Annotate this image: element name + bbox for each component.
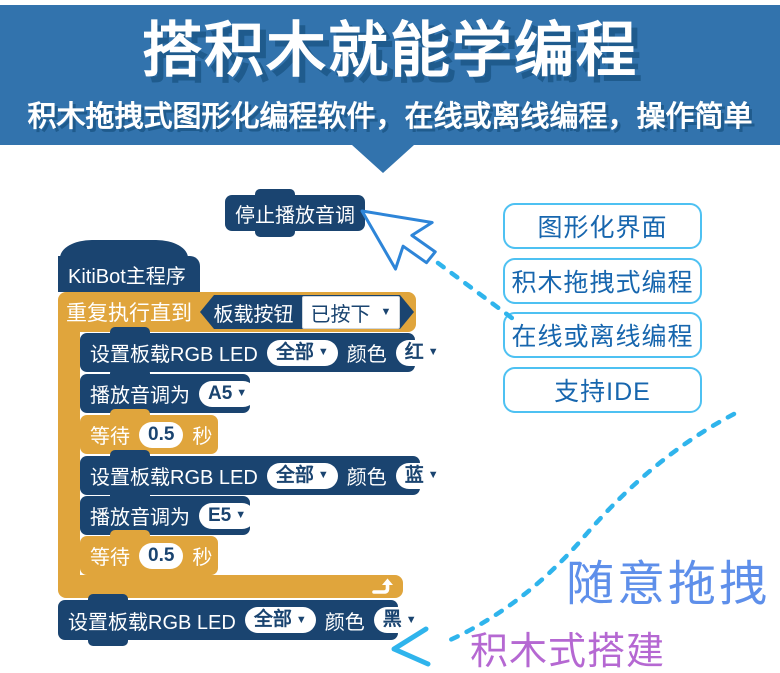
block-play-tone-e5[interactable]: 播放音调为 E5 ▼ bbox=[80, 490, 256, 535]
arrowhead-icon bbox=[391, 626, 431, 667]
dropdown-arrow-icon: ▼ bbox=[295, 613, 307, 626]
block-play-tone-a5[interactable]: 播放音调为 A5 ▼ bbox=[80, 368, 257, 413]
led-color-dropdown[interactable]: 红 ▼ bbox=[395, 339, 448, 366]
banner-subtitle: 积木拖拽式图形化编程软件，在线或离线编程，操作简单 bbox=[27, 101, 753, 133]
block-label: 重复执行直到 bbox=[66, 302, 192, 325]
block-label: 颜色 bbox=[324, 611, 365, 634]
caption-block-building: 积木式搭建 bbox=[470, 631, 666, 673]
block-kitibot-main[interactable]: KitiBot主程序 bbox=[58, 256, 200, 292]
hat-block-dome[interactable] bbox=[60, 240, 188, 258]
block-label: 播放音调为 bbox=[90, 507, 190, 529]
dropdown-arrow-icon: ▼ bbox=[317, 469, 329, 481]
block-wait-2[interactable]: 等待 0.5 秒 bbox=[80, 530, 218, 575]
block-set-rgb-led-black[interactable]: 设置板载RGB LED 全部 ▼ 颜色 黑 ▼ bbox=[58, 594, 426, 646]
banner-title: 搭积木就能学编程 bbox=[142, 17, 638, 84]
block-label: 设置板载RGB LED bbox=[90, 467, 258, 489]
dropdown-arrow-icon: ▼ bbox=[380, 306, 392, 318]
block-repeat-until[interactable]: 重复执行直到 板载按钮 已按下 ▼ bbox=[58, 292, 416, 332]
block-set-rgb-led-blue[interactable]: 设置板载RGB LED 全部 ▼ 颜色 蓝 ▼ bbox=[80, 450, 448, 495]
block-label: 播放音调为 bbox=[90, 385, 190, 407]
dropdown-arrow-icon: ▼ bbox=[317, 346, 329, 358]
block-label: KitiBot主程序 bbox=[68, 265, 186, 288]
feature-box-graphical-ui: 图形化界面 bbox=[503, 203, 702, 249]
mouse-cursor-icon bbox=[360, 209, 437, 271]
block-set-rgb-led-red[interactable]: 设置板载RGB LED 全部 ▼ 颜色 红 ▼ bbox=[80, 327, 448, 372]
block-label: 设置板载RGB LED bbox=[90, 344, 258, 366]
tone-dropdown[interactable]: A5 ▼ bbox=[199, 380, 257, 407]
caption-drag-freely: 随意拖拽 bbox=[566, 558, 771, 611]
dropdown-arrow-icon: ▼ bbox=[236, 387, 248, 399]
feature-box-drag-blocks: 积木拖拽式编程 bbox=[503, 258, 702, 304]
feature-box-ide-support: 支持IDE bbox=[503, 367, 702, 413]
dropdown-arrow-icon: ▼ bbox=[427, 346, 439, 358]
wait-seconds-input[interactable]: 0.5 bbox=[139, 421, 184, 448]
block-label: 秒 bbox=[192, 547, 213, 569]
condition-block-onboard-button[interactable]: 板载按钮 已按下 ▼ bbox=[200, 295, 414, 329]
led-color-dropdown[interactable]: 黑 ▼ bbox=[373, 607, 426, 633]
repeat-block-left-arm[interactable] bbox=[58, 332, 80, 575]
led-color-dropdown[interactable]: 蓝 ▼ bbox=[395, 462, 448, 489]
dropdown-arrow-icon: ▼ bbox=[427, 469, 439, 481]
block-label: 设置板载RGB LED bbox=[68, 611, 236, 634]
top-banner: 搭积木就能学编程 积木拖拽式图形化编程软件，在线或离线编程，操作简单 bbox=[0, 5, 780, 145]
wait-seconds-input[interactable]: 0.5 bbox=[139, 542, 184, 569]
block-label: 颜色 bbox=[346, 467, 387, 489]
dropdown-arrow-icon: ▼ bbox=[235, 509, 247, 521]
led-target-dropdown[interactable]: 全部 ▼ bbox=[266, 462, 338, 489]
dropdown-arrow-icon: ▼ bbox=[405, 613, 417, 626]
block-stop-tone[interactable]: 停止播放音调 bbox=[225, 189, 365, 237]
condition-state-dropdown[interactable]: 已按下 ▼ bbox=[302, 296, 401, 329]
block-label: 等待 bbox=[90, 426, 130, 448]
loop-arrow-icon bbox=[372, 578, 393, 594]
condition-label: 板载按钮 bbox=[213, 303, 294, 326]
led-target-dropdown[interactable]: 全部 ▼ bbox=[244, 607, 316, 633]
led-target-dropdown[interactable]: 全部 ▼ bbox=[266, 339, 338, 366]
block-label: 等待 bbox=[90, 547, 130, 569]
tone-dropdown[interactable]: E5 ▼ bbox=[199, 502, 256, 529]
block-label: 停止播放音调 bbox=[235, 204, 355, 227]
feature-box-online-offline: 在线或离线编程 bbox=[503, 312, 702, 358]
block-label: 秒 bbox=[192, 426, 213, 448]
banner-pointer-triangle bbox=[352, 145, 414, 173]
repeat-block-bottom-arm[interactable] bbox=[58, 575, 403, 598]
block-wait-1[interactable]: 等待 0.5 秒 bbox=[80, 409, 218, 454]
block-label: 颜色 bbox=[346, 344, 387, 366]
